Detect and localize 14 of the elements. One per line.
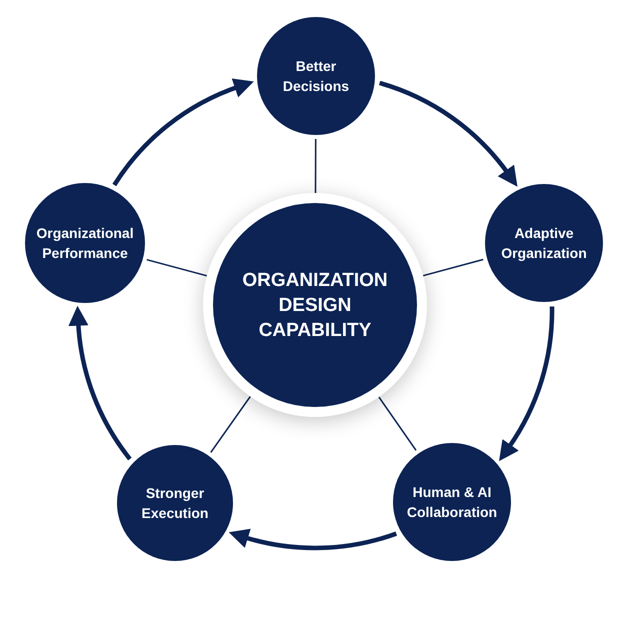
node-label: Stronger Execution <box>140 484 210 523</box>
connector-line <box>378 396 417 451</box>
node-label: ORGANIZATION DESIGN CAPABILITY <box>241 268 389 342</box>
node-label: Human & AI Collaboration <box>406 483 498 522</box>
arrow <box>228 528 397 550</box>
arrow <box>500 306 554 462</box>
node-label: Organizational Performance <box>35 224 135 263</box>
arrow <box>68 306 132 460</box>
node-label: Adaptive Organization <box>500 224 588 263</box>
node-label: Better Decisions <box>282 57 350 96</box>
connector-line <box>314 139 316 193</box>
arrow <box>378 80 518 186</box>
arrow <box>112 78 254 186</box>
connector-line <box>210 396 251 453</box>
